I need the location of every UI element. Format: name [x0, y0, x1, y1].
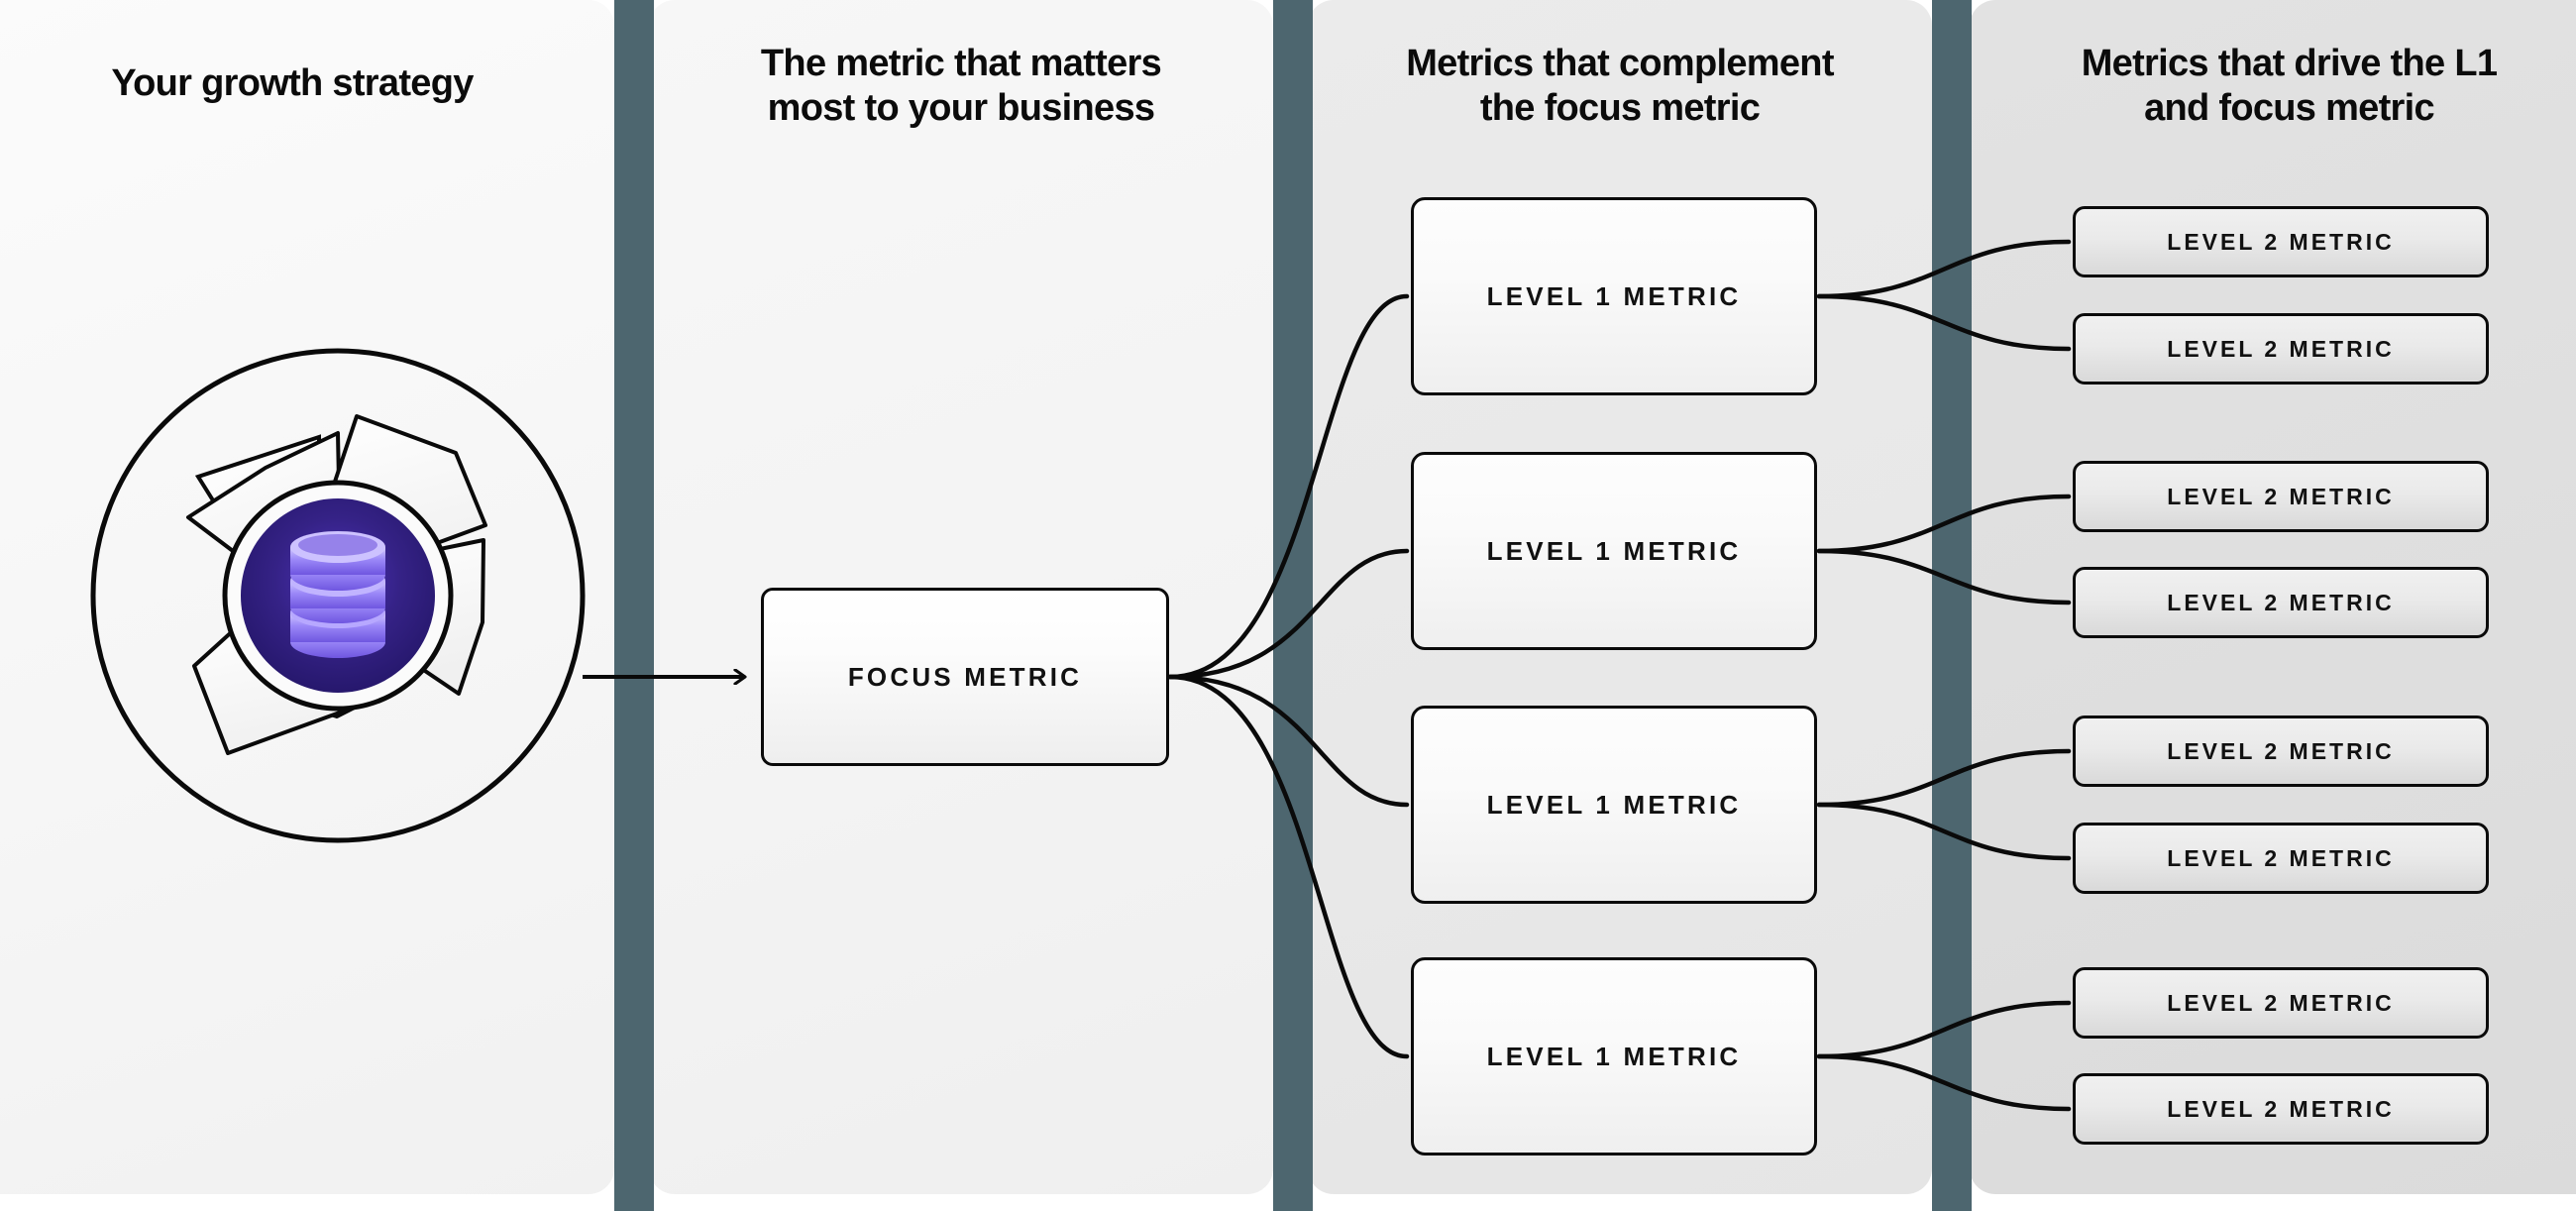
level2-metric-box-1[interactable]: LEVEL 2 METRIC: [2073, 206, 2489, 277]
level2-metric-box-8[interactable]: LEVEL 2 METRIC: [2073, 1073, 2489, 1145]
level2-metric-box-4[interactable]: LEVEL 2 METRIC: [2073, 567, 2489, 638]
column-panel-growth-strategy: [0, 0, 614, 1194]
level2-metric-box-2[interactable]: LEVEL 2 METRIC: [2073, 313, 2489, 385]
level1-metric-box-4[interactable]: LEVEL 1 METRIC: [1411, 957, 1817, 1156]
level2-metric-box-6[interactable]: LEVEL 2 METRIC: [2073, 823, 2489, 894]
level2-metric-box-5[interactable]: LEVEL 2 METRIC: [2073, 716, 2489, 787]
level1-metric-box-2[interactable]: LEVEL 1 METRIC: [1411, 452, 1817, 650]
focus-metric-box[interactable]: FOCUS METRIC: [761, 588, 1169, 766]
level2-metric-box-3[interactable]: LEVEL 2 METRIC: [2073, 461, 2489, 532]
level1-metric-box-3[interactable]: LEVEL 1 METRIC: [1411, 706, 1817, 904]
level1-metric-box-1[interactable]: LEVEL 1 METRIC: [1411, 197, 1817, 395]
column-separator-1: [614, 0, 654, 1211]
column-separator-2: [1273, 0, 1313, 1211]
level2-metric-box-7[interactable]: LEVEL 2 METRIC: [2073, 967, 2489, 1039]
column-separator-3: [1932, 0, 1972, 1211]
column-title-growth-strategy: Your growth strategy: [111, 62, 474, 104]
